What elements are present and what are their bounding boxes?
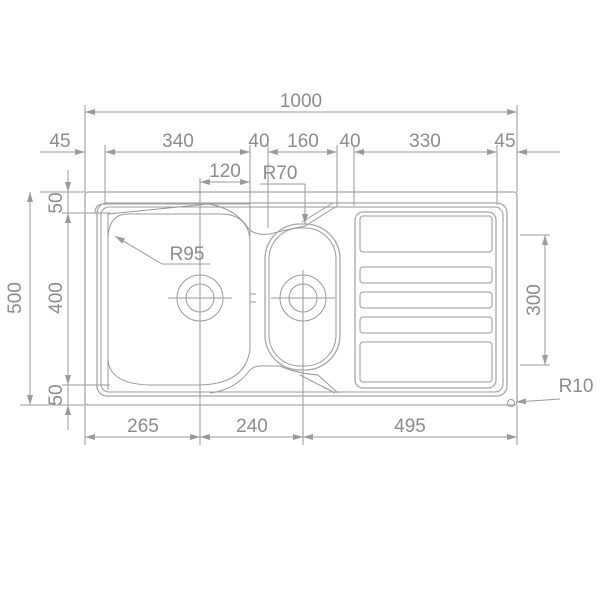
dim-bottom-margin: 50: [46, 384, 67, 405]
dim-divider-1: 40: [248, 131, 269, 152]
dim-main-bowl-width: 340: [162, 131, 194, 152]
drainer-groove: [359, 266, 493, 284]
dim-left-margin: 45: [49, 131, 70, 152]
drainer: [354, 211, 497, 389]
small-bowl: [250, 223, 341, 371]
drainer-groove: [359, 341, 493, 383]
dim-drain-1-offset: 265: [127, 416, 159, 437]
dim-drain-2-right: 495: [394, 416, 426, 437]
dim-radius-small-bowl: R70: [263, 163, 298, 184]
drainer-groove: [359, 215, 493, 253]
dim-drain-spacing: 240: [236, 416, 268, 437]
corner-radius-mark: [507, 399, 515, 407]
outer-edge: [84, 191, 518, 406]
dim-overall-depth: 500: [5, 282, 26, 314]
drainer-groove: [359, 316, 493, 334]
dim-radius-corner: R10: [559, 376, 594, 397]
dim-overall-width: 1000: [280, 91, 322, 112]
drainer-groove: [359, 291, 493, 309]
dim-radius-main-bowl: R95: [170, 244, 205, 265]
dim-divider-2: 40: [339, 131, 360, 152]
dim-drainer-grooves: 300: [524, 284, 545, 316]
dim-bowl-depth: 400: [46, 282, 67, 314]
dim-small-bowl-width: 160: [287, 131, 319, 152]
inner-rim: [96, 202, 508, 397]
dim-drainer-width: 330: [409, 131, 441, 152]
dim-right-margin: 45: [494, 131, 515, 152]
dim-top-margin: 50: [46, 192, 67, 213]
dim-offset-120: 120: [209, 161, 241, 182]
sink-outline: [84, 191, 518, 406]
